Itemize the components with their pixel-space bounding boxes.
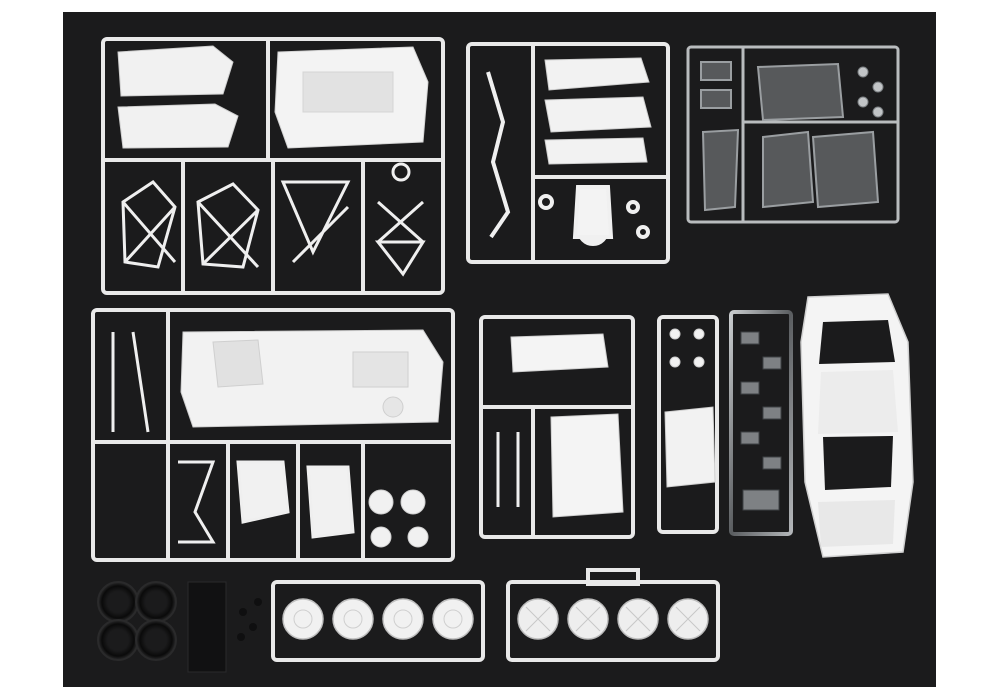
window-glass-parts <box>700 61 880 212</box>
roll-cage-parts <box>121 162 426 277</box>
wheel-mesh-2 <box>525 606 701 632</box>
black-foam-pad <box>187 581 227 673</box>
suspension-parts <box>111 331 355 544</box>
wheels-set-1 <box>282 598 474 640</box>
sprue-c <box>91 308 455 562</box>
chassis-floor <box>180 329 444 428</box>
tires <box>97 581 177 661</box>
sprue-b <box>466 42 670 264</box>
chrome-parts <box>740 331 782 511</box>
wheel-sprue-1 <box>271 580 485 662</box>
chrome-sprue <box>729 310 793 536</box>
rear-wing <box>664 328 716 488</box>
kit-photo <box>63 12 936 687</box>
clear-sprue <box>686 45 900 224</box>
tire-inner <box>107 591 167 651</box>
hood-panel <box>510 333 624 518</box>
body-side-panels <box>117 45 239 149</box>
sprue-a <box>101 37 445 295</box>
floor-pan-upper <box>274 46 429 149</box>
clear-lens-parts <box>857 66 884 118</box>
exhaust-and-small-parts <box>486 71 650 246</box>
car-body-shell <box>800 293 914 558</box>
brake-discs <box>368 489 429 548</box>
sprue-d <box>479 315 635 539</box>
wheel-sprue-2 <box>506 568 720 662</box>
wheels-set-2 <box>517 598 709 640</box>
bumper-parts <box>544 57 652 165</box>
kit-parts-scene <box>91 37 914 673</box>
sprue-e <box>657 315 719 534</box>
small-black-parts <box>237 598 262 641</box>
hood-small-parts <box>496 432 520 507</box>
wheel-spokes-1 <box>293 609 463 629</box>
